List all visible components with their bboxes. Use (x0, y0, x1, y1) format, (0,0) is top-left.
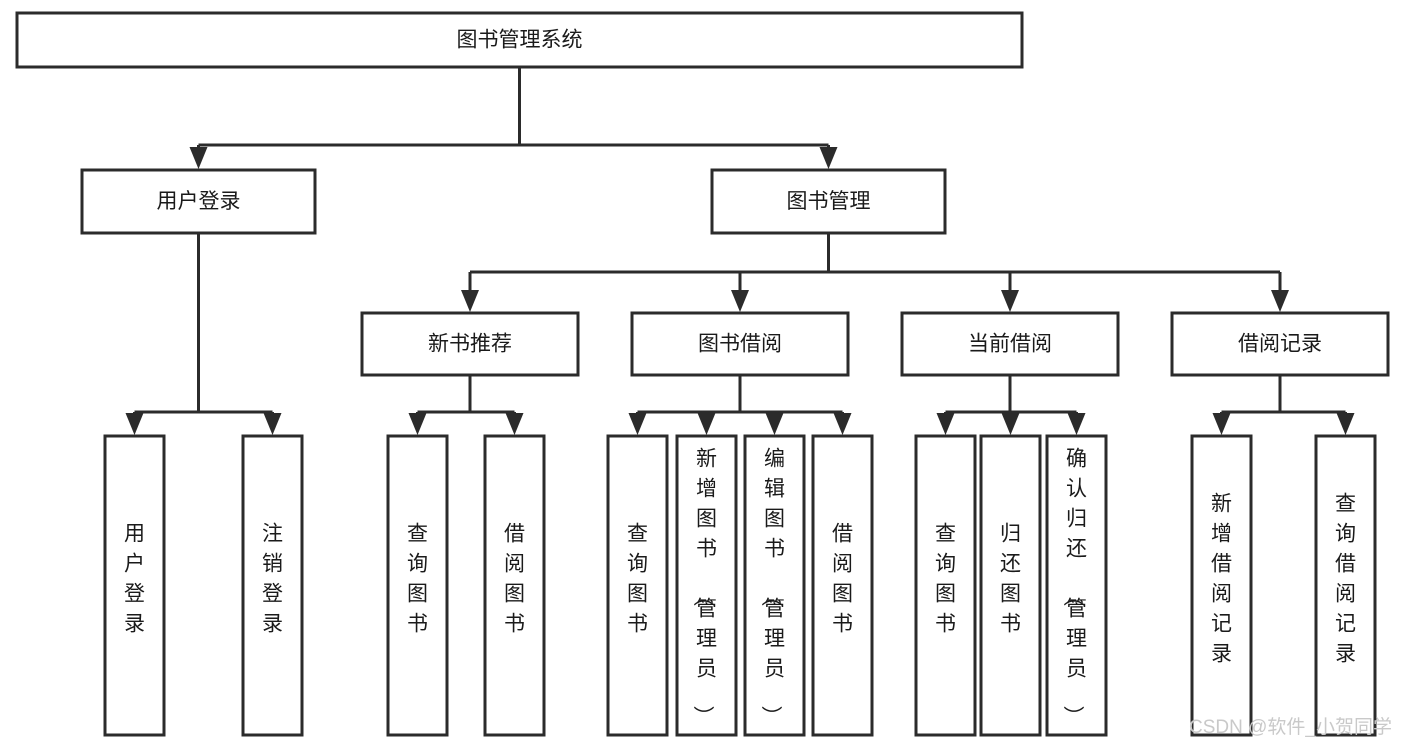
node-leaf-borrow-book-recommend-label: 借阅图书 (504, 523, 525, 636)
arrow-head-icon (505, 413, 524, 435)
edge-current-borrow-to-leaves (936, 375, 1086, 435)
node-leaf-add-borrow-record-label: 新增借阅记录 (1211, 493, 1232, 666)
node-leaf-add-borrow-record[interactable]: 新增借阅记录 (1190, 434, 1253, 737)
node-leaf-borrow-book-recommend-box[interactable] (483, 434, 546, 737)
edge-management-to-level3 (461, 233, 1289, 312)
arrow-head-icon (731, 290, 749, 312)
node-leaf-query-book-current[interactable]: 查询图书 (914, 434, 977, 737)
node-leaf-query-borrow-record[interactable]: 查询借阅记录 (1314, 434, 1377, 737)
node-leaf-query-book-recommend[interactable]: 查询图书 (386, 434, 449, 737)
node-book-management[interactable]: 图书管理 (710, 168, 947, 235)
node-new-book-recommend-label: 新书推荐 (428, 333, 512, 356)
node-leaf-return-book-label: 归还图书 (1000, 523, 1021, 636)
arrow-head-icon (1271, 290, 1289, 312)
node-borrow-record-box[interactable] (1170, 311, 1390, 377)
node-leaf-query-borrow-record-box[interactable] (1314, 434, 1377, 737)
node-book-management-box[interactable] (710, 168, 947, 235)
node-leaf-query-book-recommend-label: 查询图书 (407, 523, 428, 636)
arrow-head-icon (1001, 290, 1019, 312)
node-book-borrow-label: 图书借阅 (698, 333, 782, 356)
node-leaf-confirm-return-box[interactable] (1045, 434, 1108, 737)
arrow-head-icon (189, 147, 208, 169)
edge-book-borrow-to-leaves (628, 375, 852, 435)
arrow-head-icon (1212, 413, 1231, 435)
node-leaf-query-borrow-record-label: 查询借阅记录 (1335, 493, 1356, 666)
node-borrow-record-label: 借阅记录 (1238, 333, 1322, 356)
node-user-login-label: 用户登录 (157, 190, 241, 213)
node-leaf-query-book-borrow[interactable]: 查询图书 (606, 434, 669, 737)
node-leaf-confirm-return-label: 确认归还（管理员） (1061, 448, 1087, 727)
csdn-watermark: CSDN @软件_小贺同学 (1189, 716, 1392, 738)
arrow-head-icon (1336, 413, 1355, 435)
arrow-head-icon (936, 413, 955, 435)
node-leaf-return-book-box[interactable] (979, 434, 1042, 737)
arrow-head-icon (1067, 413, 1086, 435)
node-leaf-borrow-book-recommend[interactable]: 借阅图书 (483, 434, 546, 737)
nodes-layer: 图书管理系统用户登录图书管理新书推荐图书借阅当前借阅借阅记录用户登录注销登录查询… (15, 11, 1390, 737)
edge-borrow-record-to-leaves (1212, 375, 1355, 435)
node-leaf-user-login[interactable]: 用户登录 (103, 434, 166, 737)
node-leaf-edit-book[interactable]: 编辑图书（管理员） (743, 434, 806, 737)
node-leaf-logout[interactable]: 注销登录 (241, 434, 304, 737)
node-leaf-user-login-label: 用户登录 (124, 523, 145, 636)
arrow-head-icon (1001, 413, 1020, 435)
node-current-borrow-box[interactable] (900, 311, 1120, 377)
node-leaf-confirm-return[interactable]: 确认归还（管理员） (1045, 434, 1108, 737)
node-leaf-add-book[interactable]: 新增图书（管理员） (675, 434, 738, 737)
arrow-head-icon (125, 413, 144, 435)
node-leaf-borrow-book[interactable]: 借阅图书 (811, 434, 874, 737)
node-book-borrow[interactable]: 图书借阅 (630, 311, 850, 377)
node-user-login[interactable]: 用户登录 (80, 168, 317, 235)
node-leaf-add-borrow-record-box[interactable] (1190, 434, 1253, 737)
node-root-system[interactable]: 图书管理系统 (15, 11, 1024, 69)
node-book-borrow-box[interactable] (630, 311, 850, 377)
node-leaf-logout-label: 注销登录 (262, 523, 283, 636)
node-leaf-return-book[interactable]: 归还图书 (979, 434, 1042, 737)
edge-user-login-to-leaves (125, 233, 282, 435)
node-leaf-user-login-box[interactable] (103, 434, 166, 737)
node-user-login-box[interactable] (80, 168, 317, 235)
node-leaf-query-book-borrow-label: 查询图书 (627, 523, 648, 636)
node-leaf-logout-box[interactable] (241, 434, 304, 737)
arrow-head-icon (697, 413, 716, 435)
node-new-book-recommend-box[interactable] (360, 311, 580, 377)
node-leaf-add-book-label: 新增图书（管理员） (691, 448, 717, 727)
node-leaf-query-book-borrow-box[interactable] (606, 434, 669, 737)
node-leaf-add-book-box[interactable] (675, 434, 738, 737)
arrow-head-icon (833, 413, 852, 435)
edge-new-book-recommend-to-leaves (408, 375, 524, 435)
node-current-borrow-label: 当前借阅 (968, 333, 1052, 356)
arrow-head-icon (765, 413, 784, 435)
node-book-management-label: 图书管理 (787, 190, 871, 213)
edge-root-to-level2 (189, 67, 838, 169)
edges-layer (125, 67, 1355, 435)
node-leaf-query-book-current-label: 查询图书 (935, 523, 956, 636)
node-leaf-edit-book-label: 编辑图书（管理员） (759, 448, 785, 727)
node-root-system-label: 图书管理系统 (457, 29, 583, 52)
arrow-head-icon (408, 413, 427, 435)
node-current-borrow[interactable]: 当前借阅 (900, 311, 1120, 377)
arrow-head-icon (461, 290, 479, 312)
node-leaf-borrow-book-label: 借阅图书 (832, 523, 853, 636)
node-leaf-query-book-recommend-box[interactable] (386, 434, 449, 737)
node-leaf-borrow-book-box[interactable] (811, 434, 874, 737)
node-leaf-edit-book-box[interactable] (743, 434, 806, 737)
node-new-book-recommend[interactable]: 新书推荐 (360, 311, 580, 377)
arrow-head-icon (628, 413, 647, 435)
arrow-head-icon (819, 147, 838, 169)
arrow-head-icon (263, 413, 282, 435)
node-root-system-box[interactable] (15, 11, 1024, 69)
node-leaf-query-book-current-box[interactable] (914, 434, 977, 737)
node-borrow-record[interactable]: 借阅记录 (1170, 311, 1390, 377)
